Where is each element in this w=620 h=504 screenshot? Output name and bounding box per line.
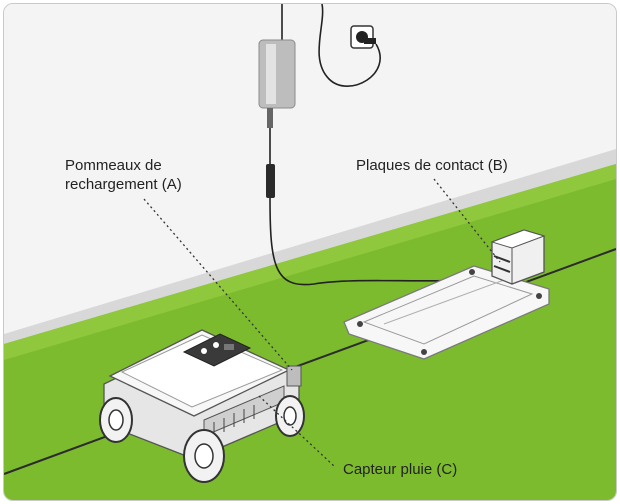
illustration-frame: Pommeaux de rechargement (A) Plaques de …	[3, 3, 617, 501]
socket-cable	[318, 4, 381, 87]
charging-pins-label: Pommeaux de rechargement (A)	[62, 156, 185, 194]
lawn-edge	[4, 164, 616, 360]
installation-illustration	[4, 4, 616, 500]
charging-pins-label-line2: rechargement (A)	[65, 176, 182, 193]
contact-plates-label: Plaques de contact (B)	[356, 157, 508, 174]
charging-station-icon	[343, 229, 550, 360]
charging-pins-label-line1: Pommeaux de	[65, 157, 162, 174]
wall-socket-icon	[350, 25, 376, 49]
rain-sensor-label: Capteur pluie (C)	[343, 461, 458, 478]
leader-line-c	[258, 395, 335, 467]
cable-connector	[266, 164, 275, 198]
power-supply-icon	[258, 39, 296, 128]
robot-mower-icon	[99, 329, 305, 483]
